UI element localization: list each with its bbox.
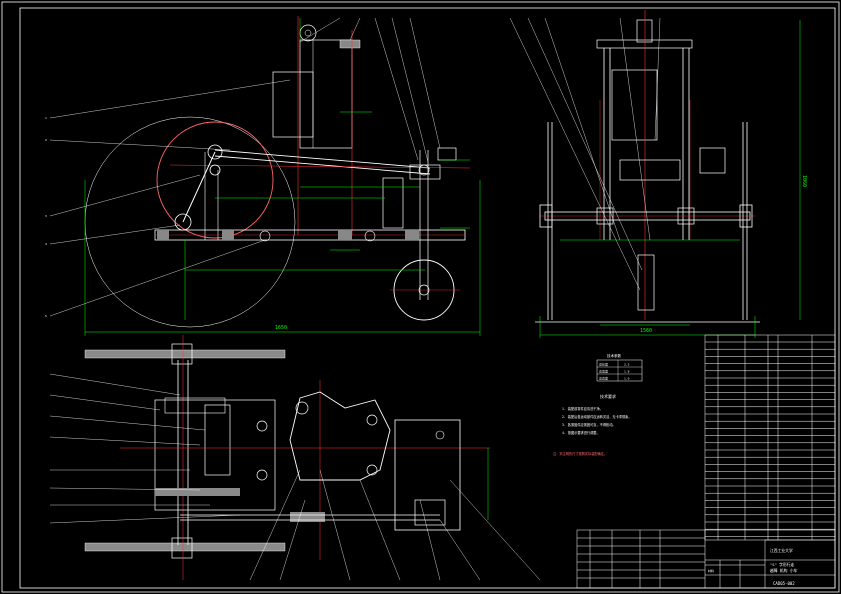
technical-requirements: 技术要求 1. 装配前零件应清洗干净。 2. 装配后各运动部件应运转灵活，无卡滞… — [553, 393, 632, 456]
tech-req-item-3: 3. 各紧固件应紧固可靠，不得松动。 — [562, 422, 616, 427]
spec-row-name: 总宽度 — [599, 369, 608, 374]
tech-req-item-4: 4. 按图示要求进行调整。 — [562, 430, 600, 435]
tech-req-item-1: 1. 装配前零件应清洗干净。 — [562, 406, 603, 411]
svg-text:1: 1 — [45, 116, 47, 120]
plan-view — [49, 335, 541, 581]
drive-wheel — [156, 121, 274, 239]
spec-table-heading: 技术参数 — [607, 353, 621, 358]
spec-row-value: 1.8 — [624, 370, 630, 374]
tech-req-note: 注：未注明的尺寸按照实际装配确定。 — [553, 451, 607, 456]
svg-text:4: 4 — [45, 242, 47, 246]
front-overall-length: 1650 — [275, 325, 287, 331]
tech-req-heading: 技术要求 — [600, 393, 616, 399]
cam-plate — [289, 391, 391, 481]
spec-table: 技术参数 总长度 2.5 总宽度 1.8 总高度 1.0 — [596, 353, 643, 382]
spec-row-name: 总高度 — [599, 376, 608, 381]
drawing-title-line1: "S" 字形行走 — [770, 562, 795, 567]
svg-text:2: 2 — [45, 138, 47, 142]
spec-row-value: 1.0 — [624, 377, 630, 381]
title-block: 江西工业大学 "S" 字形行走 越障 机构 小车 CAD05-002 材料 — [576, 529, 836, 589]
side-overall-width: 1560 — [640, 328, 652, 334]
side-view: 1560 1060 — [509, 10, 807, 338]
parts-list — [704, 334, 836, 541]
front-view: 1650 1 2 3 4 5 — [45, 16, 481, 336]
side-height: 1060 — [801, 175, 807, 187]
drawing-number: CAD05-002 — [773, 581, 795, 586]
frame-column — [299, 39, 353, 149]
svg-text:5: 5 — [45, 314, 47, 318]
school-label: 江西工业大学 — [770, 548, 793, 553]
spec-row-name: 总长度 — [599, 362, 608, 367]
tech-req-item-2: 2. 装配后各运动部件应运转灵活，无卡滞现象。 — [562, 414, 632, 419]
spec-row-value: 2.5 — [624, 363, 630, 367]
material-label: 材料 — [708, 568, 714, 573]
drawing-title-line2: 越障 机构 小车 — [770, 568, 798, 573]
svg-text:3: 3 — [45, 214, 47, 218]
